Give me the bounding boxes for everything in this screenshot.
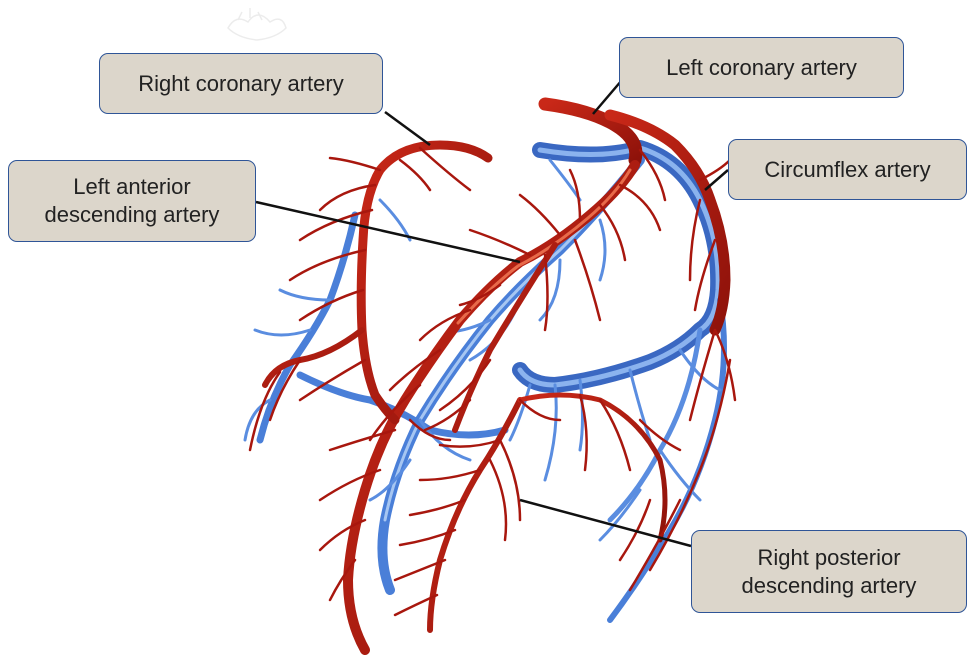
label-text-line-1: Right posterior <box>757 544 900 572</box>
label-left-anterior-descending-artery: Left anterior descending artery <box>8 160 256 242</box>
label-circumflex-artery: Circumflex artery <box>728 139 967 200</box>
leader-circumflex <box>705 170 728 190</box>
watermark-crest-icon <box>228 8 286 40</box>
label-text-line-1: Left anterior <box>73 173 190 201</box>
leader-lad <box>256 202 520 262</box>
label-text: Right coronary artery <box>138 70 343 98</box>
coronary-arteries <box>250 104 735 650</box>
label-left-coronary-artery: Left coronary artery <box>619 37 904 98</box>
label-right-posterior-descending-artery: Right posterior descending artery <box>691 530 967 613</box>
cardiac-veins <box>245 148 724 620</box>
label-text-line-2: descending artery <box>742 572 917 600</box>
label-text-line-2: descending artery <box>45 201 220 229</box>
leader-right-coronary <box>385 112 430 145</box>
label-text: Left coronary artery <box>666 54 857 82</box>
label-right-coronary-artery: Right coronary artery <box>99 53 383 114</box>
leader-left-coronary <box>593 80 622 114</box>
label-text: Circumflex artery <box>764 156 930 184</box>
